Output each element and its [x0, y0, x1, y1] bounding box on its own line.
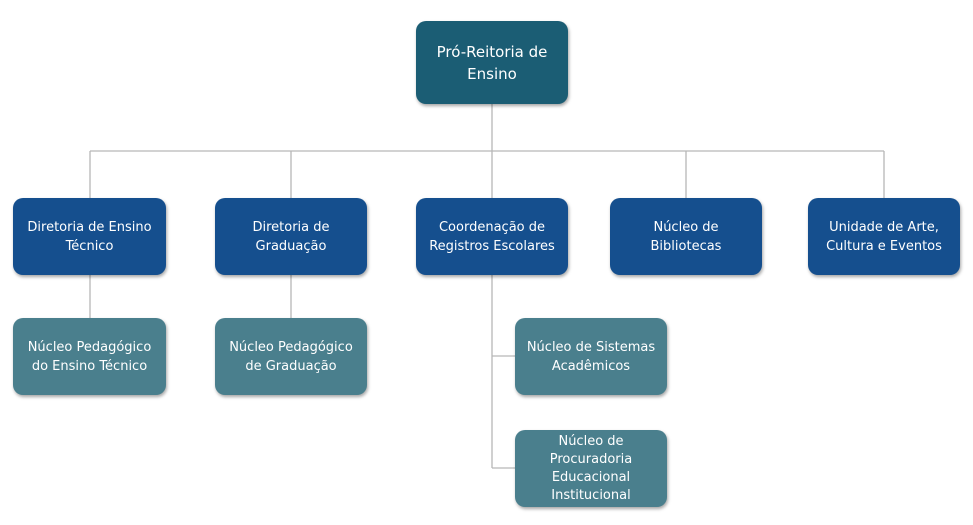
node-label: Núcleo de Procuradoria Educacional Insti… [549, 433, 633, 503]
node-nucleo-sistemas-academicos: Núcleo de Sistemas Acadêmicos [515, 318, 667, 395]
node-label: Diretoria de Ensino Técnico [27, 219, 152, 254]
node-nucleo-bibliotecas: Núcleo de Bibliotecas [610, 198, 762, 275]
node-label: Diretoria de Graduação [252, 219, 330, 254]
node-diretoria-graduacao: Diretoria de Graduação [215, 198, 367, 275]
node-coordenacao-registros-escolares: Coordenação de Registros Escolares [416, 198, 568, 275]
node-label: Unidade de Arte, Cultura e Eventos [826, 219, 942, 254]
node-label: Coordenação de Registros Escolares [429, 219, 555, 254]
node-nucleo-procuradoria-educacional: Núcleo de Procuradoria Educacional Insti… [515, 430, 667, 507]
node-label: Núcleo Pedagógico do Ensino Técnico [27, 339, 152, 374]
node-label: Núcleo de Bibliotecas [650, 219, 722, 254]
node-nucleo-pedagogico-graduacao: Núcleo Pedagógico de Graduação [215, 318, 367, 395]
node-nucleo-pedagogico-ensino-tecnico: Núcleo Pedagógico do Ensino Técnico [13, 318, 166, 395]
node-label: Núcleo Pedagógico de Graduação [229, 339, 353, 374]
node-diretoria-ensino-tecnico: Diretoria de Ensino Técnico [13, 198, 166, 275]
node-label: Núcleo de Sistemas Acadêmicos [526, 339, 656, 374]
node-label: Pró-Reitoria de Ensino [436, 42, 548, 83]
node-unidade-arte-cultura-eventos: Unidade de Arte, Cultura e Eventos [808, 198, 960, 275]
node-pro-reitoria-ensino: Pró-Reitoria de Ensino [416, 21, 568, 104]
